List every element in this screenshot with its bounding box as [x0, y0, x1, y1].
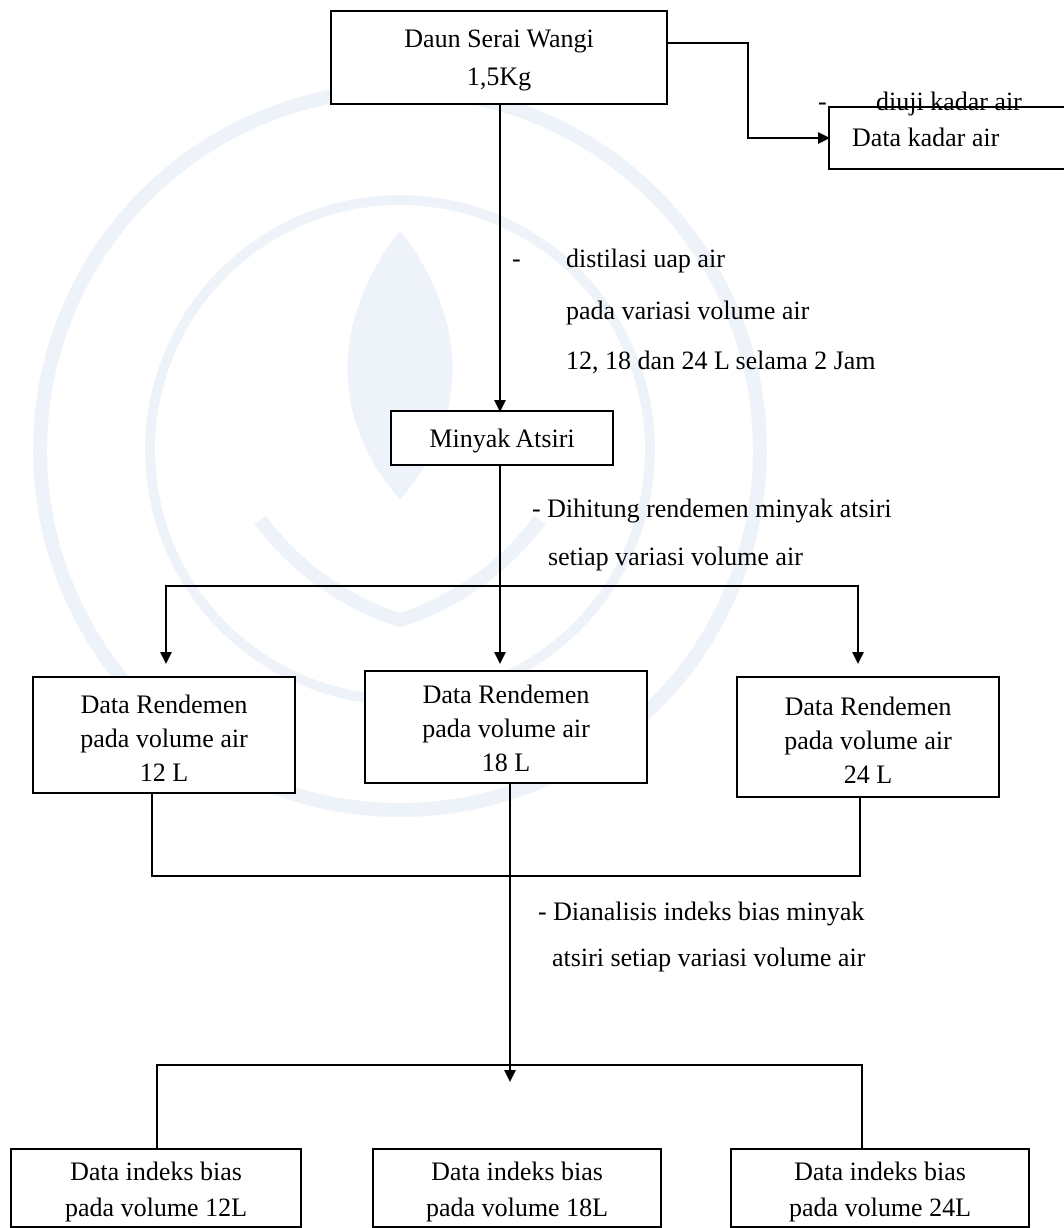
annotation-distilasi-line2: pada variasi volume air — [566, 296, 810, 325]
join-rendemen — [151, 794, 861, 877]
annotation-uji-kadar-air: diuji kadar air — [876, 87, 1022, 116]
node-indeks-bias-24: Data indeks bias pada volume 24L — [730, 1148, 1030, 1228]
connector-to-kadar-air — [666, 42, 830, 144]
branch-indeks — [156, 1064, 863, 1148]
node-indeks-bias-12: Data indeks bias pada volume 12L — [10, 1148, 302, 1228]
annotation-rendemen-line2: setiap variasi volume air — [548, 542, 803, 571]
node-rendemen-18: Data Rendemen pada volume air 18 L — [364, 670, 648, 784]
node-rendemen-12: Data Rendemen pada volume air 12 L — [32, 676, 296, 794]
annotation-rendemen-line1: - Dihitung rendemen minyak atsiri — [532, 494, 892, 523]
node-daun-serai-wangi: Daun Serai Wangi 1,5Kg — [330, 10, 668, 105]
annotation-uji-dash: - — [818, 87, 827, 116]
annotation-distilasi-line1: distilasi uap air — [566, 244, 725, 273]
annotation-distilasi-line3: 12, 18 dan 24 L selama 2 Jam — [566, 346, 876, 375]
annotation-indeks-line1: - Dianalisis indeks bias minyak — [538, 897, 865, 926]
node-rendemen-24: Data Rendemen pada volume air 24 L — [736, 676, 1000, 798]
node-minyak-atsiri: Minyak Atsiri — [390, 410, 614, 466]
branch-rendemen — [165, 585, 859, 662]
annotation-indeks-line2: atsiri setiap variasi volume air — [552, 943, 866, 972]
annotation-distilasi-dash: - — [512, 244, 521, 273]
node-data-kadar-air: Data kadar air — [828, 106, 1064, 170]
node-indeks-bias-18: Data indeks bias pada volume 18L — [372, 1148, 662, 1228]
